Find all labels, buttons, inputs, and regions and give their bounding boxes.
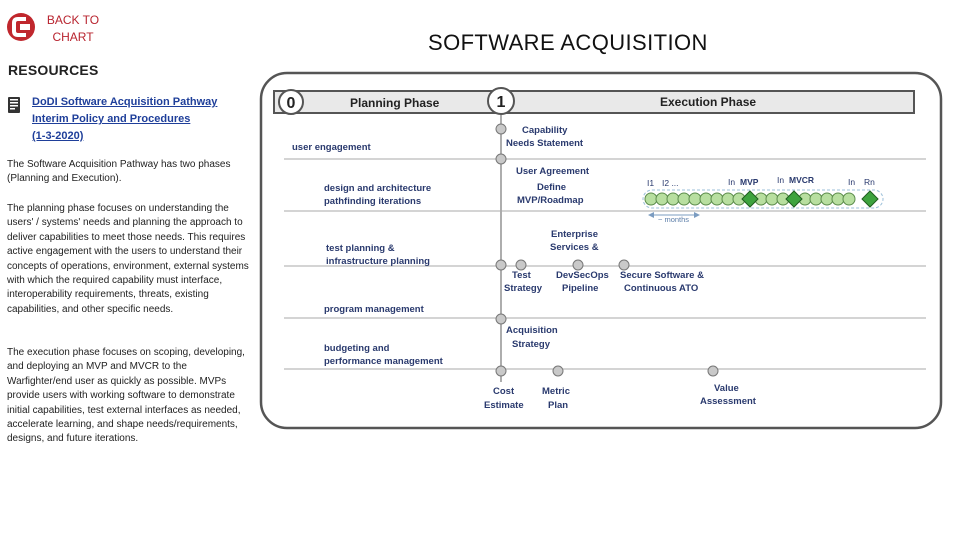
- metric-label-line2: Plan: [548, 400, 568, 411]
- milestone-user-engagement-marker: [495, 153, 507, 165]
- metric-label-line1: Metric: [542, 386, 570, 397]
- milestone-devsecops-marker: [572, 259, 584, 271]
- test-label-line2: Strategy: [504, 283, 543, 294]
- phase0-circle: [278, 89, 304, 115]
- back-to-chart-link[interactable]: BACK TO CHART: [6, 8, 106, 48]
- iteration-circle: [842, 192, 856, 206]
- months-label: ~ months: [658, 215, 689, 224]
- policy-link-line3: (1-3-2020): [32, 130, 84, 142]
- milestone-test-marker: [515, 259, 527, 271]
- iteration-i2-label: I2 ...: [662, 178, 679, 188]
- phase1-label: Execution Phase: [660, 95, 756, 109]
- row-label-test-line1: test planning &: [326, 243, 395, 254]
- devsecops-label-line2: Pipeline: [562, 283, 598, 294]
- phase1-number: 1: [497, 94, 506, 111]
- mvp-release-diamond: [741, 190, 759, 208]
- row-label-design-line2: pathfinding iterations: [324, 196, 421, 207]
- iteration-circle: [688, 192, 702, 206]
- policy-link-line2: Interim Policy and Procedures: [32, 113, 191, 125]
- row-label-program-management: program management: [324, 304, 425, 315]
- policy-document-link[interactable]: DoDI Software Acquisition Pathway Interi…: [32, 94, 244, 145]
- iteration-circle: [765, 192, 779, 206]
- phase1-circle: [487, 87, 515, 115]
- milestone-metric-plan-marker: [552, 365, 564, 377]
- row-label-budgeting-line2: performance management: [324, 356, 444, 367]
- diagram-frame: [259, 71, 943, 430]
- iteration-in-mvp-label: In: [728, 177, 735, 187]
- iteration-rn-label: Rn: [864, 177, 875, 187]
- define-label: Define: [537, 182, 566, 193]
- page-title: SOFTWARE ACQUISITION: [428, 30, 708, 55]
- acquisition-label-line1: Acquisition: [506, 325, 558, 336]
- milestone-secure-software-marker: [618, 259, 630, 271]
- back-label-line2: CHART: [52, 30, 94, 44]
- secure-software-label-line2: Continuous ATO: [624, 283, 698, 294]
- value-label-line2: Assessment: [700, 396, 757, 407]
- enterprise-label-line1: Enterprise: [551, 229, 598, 240]
- cost-label-line2: Estimate: [484, 400, 524, 411]
- iteration-in-rn-label: In: [848, 177, 855, 187]
- back-arrow-icon: [7, 13, 35, 41]
- phase-header-bar: [273, 90, 915, 114]
- phase0-number: 0: [287, 95, 296, 112]
- iteration-track: [642, 189, 884, 209]
- back-label-line1: BACK TO: [46, 13, 100, 27]
- document-icon: [8, 97, 20, 113]
- iteration-circle: [677, 192, 691, 206]
- row-label-user-engagement: user engagement: [292, 142, 371, 153]
- iteration-in-mvcr-label: In: [777, 175, 784, 185]
- iteration-i1-label: I1: [647, 178, 654, 188]
- months-arrow-right-icon: [694, 212, 700, 218]
- user-agreement-label: User Agreement: [516, 166, 590, 177]
- milestone-cost-marker: [495, 365, 507, 377]
- cost-label-line1: Cost: [493, 386, 515, 397]
- policy-link-line1: DoDI Software Acquisition Pathway: [32, 96, 218, 108]
- pathway-overview-text: The Software Acquisition Pathway has two…: [7, 159, 231, 185]
- secure-software-label-line1: Secure Software &: [620, 270, 704, 281]
- iteration-circle: [710, 192, 724, 206]
- mvcr-label: MVCR: [789, 175, 814, 185]
- iteration-circle: [831, 192, 845, 206]
- row-label-design-line1: design and architecture: [324, 183, 431, 194]
- months-arrow-left-icon: [648, 212, 654, 218]
- rn-release-diamond: [861, 190, 879, 208]
- milestone-acquisition-marker: [495, 313, 507, 325]
- iteration-circle: [809, 192, 823, 206]
- row-label-budgeting-line1: budgeting and: [324, 343, 390, 354]
- row-label-test-line2: infrastructure planning: [326, 256, 430, 267]
- mvp-roadmap-label: MVP/Roadmap: [517, 195, 584, 206]
- milestone-capability-marker: [495, 123, 507, 135]
- enterprise-label-line2: Services &: [550, 242, 599, 253]
- value-label-line1: Value: [714, 383, 739, 394]
- capability-label-line1: Capability: [522, 125, 568, 136]
- iteration-circle: [721, 192, 735, 206]
- planning-phase-text: The planning phase focuses on understand…: [7, 203, 249, 315]
- software-acquisition-pathway-diagram: 0 Planning Phase 1 Execution Phase user …: [259, 71, 943, 430]
- iteration-circle: [655, 192, 669, 206]
- mvp-label: MVP: [740, 177, 759, 187]
- milestone-value-assessment-marker: [707, 365, 719, 377]
- milestone-test-strategy-marker: [495, 259, 507, 271]
- iteration-circle: [820, 192, 834, 206]
- phase0-label: Planning Phase: [350, 96, 440, 110]
- devsecops-label-line1: DevSecOps: [556, 270, 609, 281]
- iteration-circle: [666, 192, 680, 206]
- capability-label-line2: Needs Statement: [506, 138, 584, 149]
- back-to-chart-label[interactable]: BACK TO CHART: [38, 12, 108, 46]
- test-label-line1: Test: [512, 270, 532, 281]
- acquisition-label-line2: Strategy: [512, 339, 551, 350]
- iteration-circle: [644, 192, 658, 206]
- execution-phase-text: The execution phase focuses on scoping, …: [7, 347, 245, 445]
- iteration-circle: [699, 192, 713, 206]
- mvcr-release-diamond: [785, 190, 803, 208]
- resources-heading: RESOURCES: [8, 62, 99, 78]
